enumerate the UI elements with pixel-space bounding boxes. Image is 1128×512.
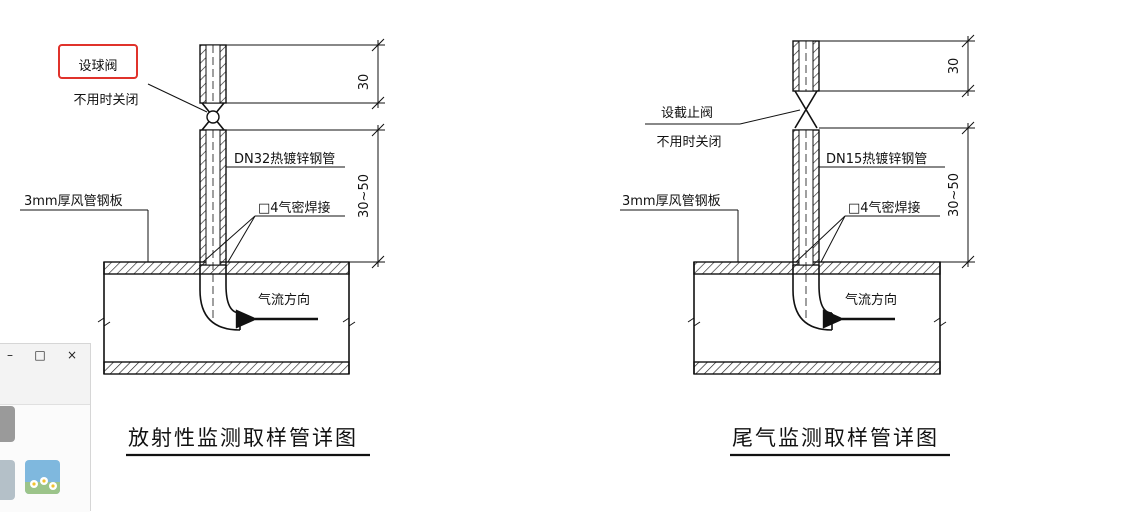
- right-sampling-pipe: [792, 129, 833, 331]
- minimize-icon[interactable]: –: [7, 348, 13, 362]
- right-valve-note: 不用时关闭: [656, 135, 721, 150]
- right-dimensions: 30 30~50: [819, 34, 975, 269]
- left-dim-top: 30: [357, 74, 372, 91]
- left-sampling-pipe: [199, 129, 241, 331]
- left-leaders: [20, 83, 345, 329]
- right-weld-label: □4气密焊接: [848, 200, 921, 216]
- right-plate-label: 3mm厚风管钢板: [622, 194, 721, 209]
- right-flow-label: 气流方向: [845, 292, 897, 308]
- left-flow-label: 气流方向: [258, 292, 310, 308]
- thumbnail-image[interactable]: [0, 406, 15, 442]
- left-figure: 30 30~50 设球阀 不用时关闭 DN32热镀锌钢管 3mm厚风管钢板 □4…: [20, 38, 385, 457]
- right-dim-top: 30: [947, 58, 962, 75]
- right-globe-valve: [792, 40, 820, 129]
- right-figure: 30 30~50 设截止阀 不用时关闭 DN15热镀锌钢管 3mm厚风管钢板 □…: [620, 34, 975, 457]
- left-pipe-label: DN32热镀锌钢管: [234, 151, 335, 167]
- right-leaders: [620, 109, 945, 329]
- flower-thumbnail-icon[interactable]: [25, 460, 60, 494]
- mini-window-body: [0, 404, 90, 512]
- right-pipe-label: DN15热镀锌钢管: [826, 151, 927, 167]
- right-figure-title: 尾气监测取样管详图: [732, 426, 939, 450]
- left-weld-label: □4气密焊接: [258, 200, 331, 216]
- mini-window: – □ ×: [0, 343, 91, 512]
- valve-label-highlight: [58, 44, 138, 79]
- thumbnail-image[interactable]: [0, 460, 15, 500]
- left-plate-label: 3mm厚风管钢板: [24, 194, 123, 209]
- close-icon[interactable]: ×: [66, 348, 78, 362]
- left-valve-note: 不用时关闭: [73, 93, 138, 108]
- right-valve-label: 设截止阀: [661, 106, 713, 121]
- left-ball-valve: [199, 44, 227, 131]
- left-figure-title: 放射性监测取样管详图: [128, 426, 358, 450]
- left-dimensions: 30 30~50: [226, 38, 385, 269]
- left-dim-side: 30~50: [357, 174, 372, 218]
- left-duct: [97, 261, 356, 375]
- maximize-icon[interactable]: □: [34, 348, 46, 362]
- right-dim-side: 30~50: [947, 173, 962, 217]
- mini-window-titlebar[interactable]: – □ ×: [0, 344, 90, 366]
- left-valve-label: 设球阀: [78, 59, 117, 74]
- right-duct: [687, 261, 947, 375]
